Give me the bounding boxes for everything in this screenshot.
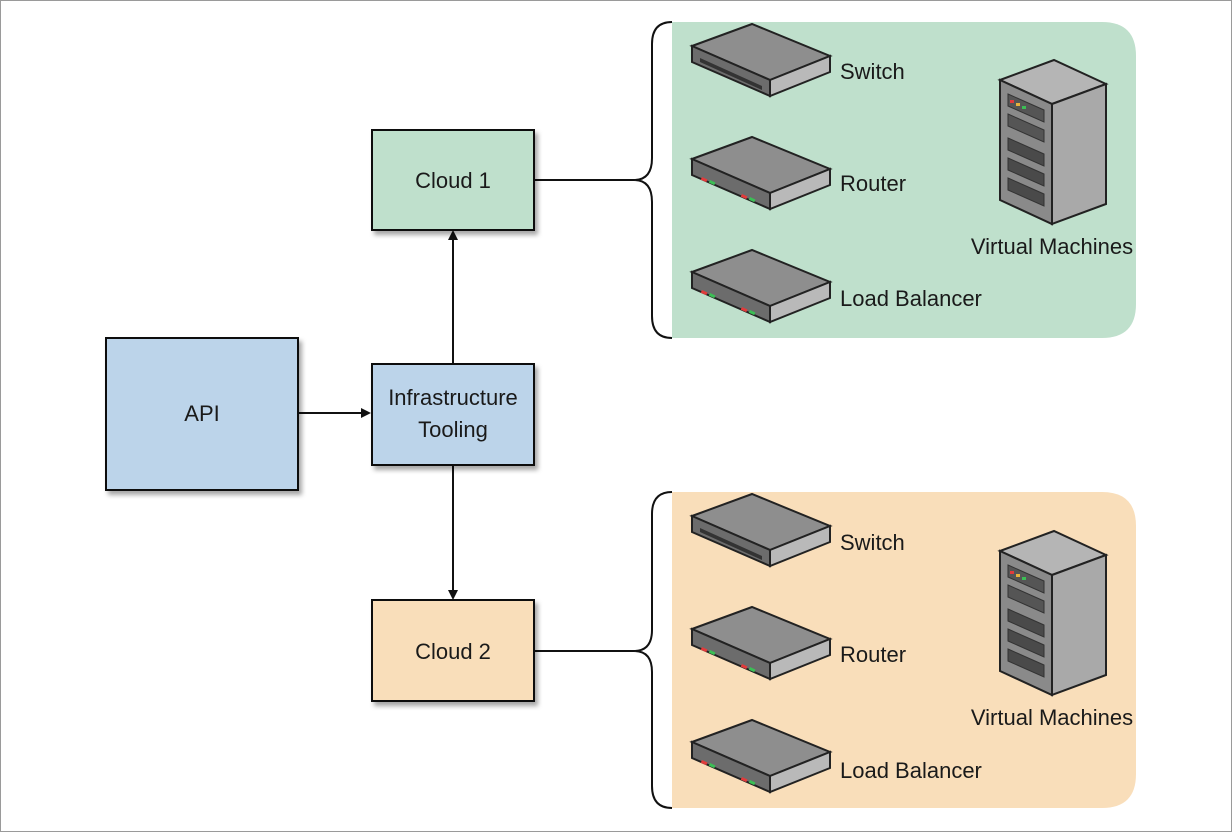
server-icon	[999, 530, 1107, 696]
cloud1-load-balancer-label: Load Balancer	[840, 286, 982, 311]
cloud1-router-label: Router	[840, 171, 906, 196]
router-icon	[691, 606, 831, 680]
cloud2-router: Router	[691, 606, 906, 680]
switch-icon	[691, 493, 831, 567]
cloud2-virtual-machines: Virtual Machines	[971, 530, 1133, 730]
load-balancer-icon	[691, 249, 831, 323]
cloud2-load-balancer-label: Load Balancer	[840, 758, 982, 783]
cloud1-router: Router	[691, 136, 906, 210]
cloud1-label: Cloud 1	[415, 168, 491, 193]
infrastructure-tooling-node: Infrastructure Tooling	[371, 363, 535, 466]
switch-icon	[691, 23, 831, 97]
cloud2-node: Cloud 2	[371, 599, 535, 702]
cloud2-switch: Switch	[691, 493, 905, 567]
cloud2-label: Cloud 2	[415, 639, 491, 664]
load-balancer-icon	[691, 719, 831, 793]
cloud2-load-balancer: Load Balancer	[691, 719, 982, 793]
cloud1-brace	[633, 21, 673, 339]
tooling-label-line2: Tooling	[418, 417, 488, 442]
cloud2-router-label: Router	[840, 642, 906, 667]
api-node: API	[105, 337, 299, 491]
server-icon	[999, 59, 1107, 225]
cloud1-vm-label: Virtual Machines	[971, 234, 1133, 259]
tooling-label-line1: Infrastructure	[388, 385, 518, 410]
cloud2-brace	[633, 491, 673, 809]
cloud2-switch-label: Switch	[840, 530, 905, 555]
cloud1-load-balancer: Load Balancer	[691, 249, 982, 323]
cloud2-vm-label: Virtual Machines	[971, 705, 1133, 730]
router-icon	[691, 136, 831, 210]
cloud1-virtual-machines: Virtual Machines	[971, 59, 1133, 259]
api-label: API	[184, 401, 219, 426]
cloud1-switch-label: Switch	[840, 59, 905, 84]
cloud1-switch: Switch	[691, 23, 905, 97]
cloud1-node: Cloud 1	[371, 129, 535, 231]
